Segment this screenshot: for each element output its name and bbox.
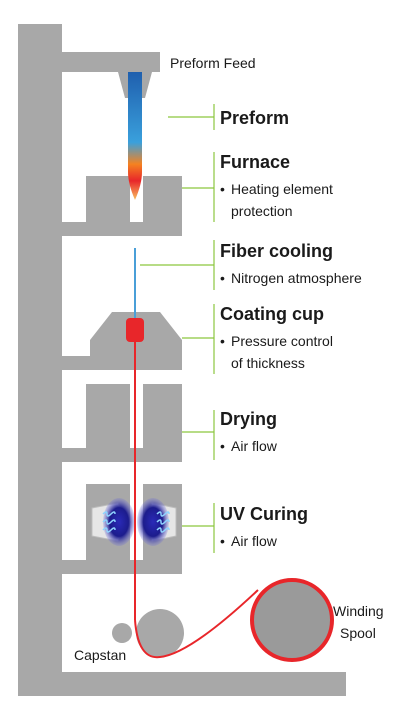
tower-column (18, 24, 62, 696)
stage-title-drying: Drying (220, 409, 277, 429)
bullet-coating: • (220, 333, 225, 349)
shelf-drying (62, 448, 182, 462)
uv-lamp-coil-left-icon (102, 511, 116, 533)
stage-item-drying-1: Air flow (231, 438, 278, 454)
tower-base (18, 672, 346, 696)
stage-title-uv-curing: UV Curing (220, 504, 308, 524)
stage-item-furnace-1: Heating element (231, 181, 333, 197)
furnace-right-block (143, 176, 182, 222)
shelf-furnace (62, 222, 182, 236)
fiber-to-spool (134, 589, 259, 659)
stage-item-coating-2: of thickness (231, 355, 305, 371)
preform-rod (128, 72, 142, 200)
winding-spool (250, 578, 334, 662)
leader-lines (140, 104, 215, 553)
uv-glow-right (137, 498, 169, 546)
stage-item-coating-1: Pressure control (231, 333, 333, 349)
shelf-uv (62, 560, 182, 574)
tower-frame (18, 24, 346, 696)
stage-item-fiber-cooling-1: Nitrogen atmosphere (231, 270, 362, 286)
stage-item-uv-1: Air flow (231, 533, 278, 549)
uv-glow-left (103, 498, 135, 546)
coating-resin (126, 318, 144, 342)
capstan-small-wheel (112, 623, 132, 643)
capstan-wheel (136, 609, 184, 657)
bullet-furnace: • (220, 181, 225, 197)
uv-lamp-coil-right-icon (156, 511, 170, 533)
stage-title-preform: Preform (220, 108, 289, 128)
label-preform-feed: Preform Feed (170, 55, 256, 71)
stage-title-coating-cup: Coating cup (220, 304, 324, 324)
furnace-left-block (86, 176, 130, 222)
bullet-uv: • (220, 533, 225, 549)
top-shelf (62, 52, 160, 72)
drying-left-block (86, 384, 130, 448)
stage-title-fiber-cooling: Fiber cooling (220, 241, 333, 261)
shelf-coating (62, 356, 182, 370)
label-spool: Spool (340, 625, 376, 641)
stage-item-furnace-2: protection (231, 203, 292, 219)
label-capstan: Capstan (74, 647, 126, 663)
bullet-fiber-cooling: • (220, 270, 225, 286)
drying-right-block (143, 384, 182, 448)
stage-title-furnace: Furnace (220, 152, 290, 172)
bullet-drying: • (220, 438, 225, 454)
label-winding: Winding (333, 603, 384, 619)
